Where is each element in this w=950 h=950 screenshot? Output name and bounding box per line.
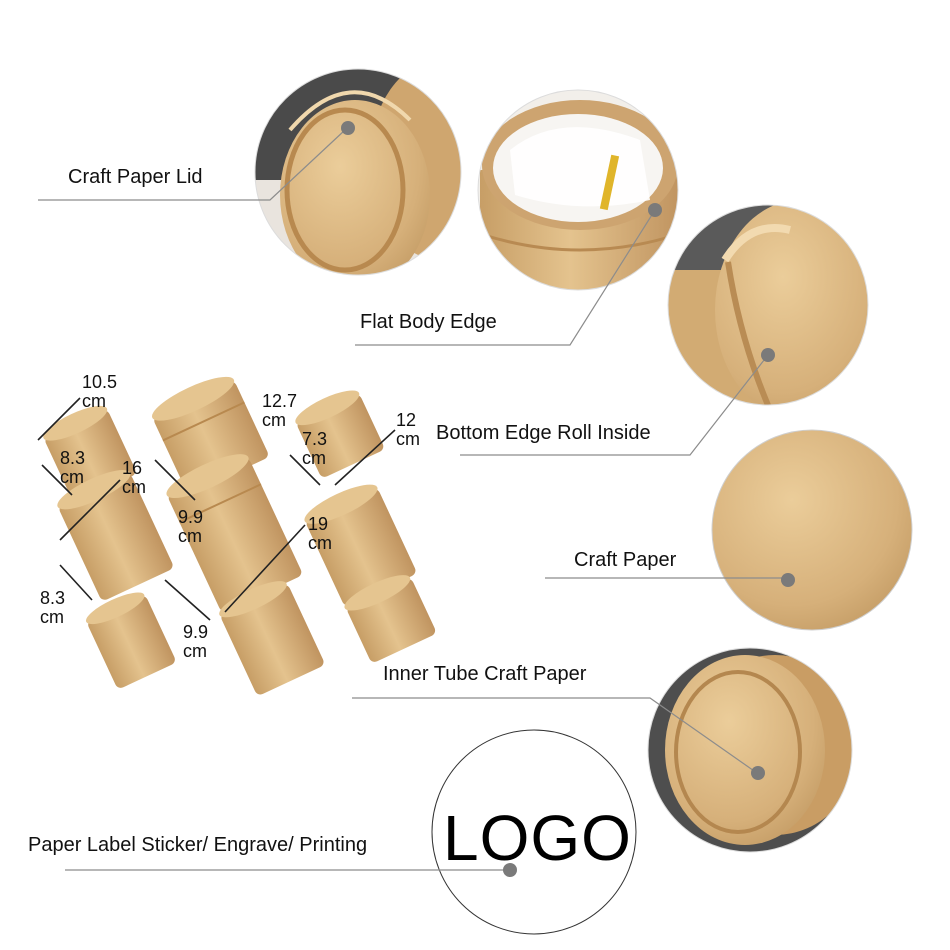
callout-dots — [341, 121, 795, 877]
tube-right-middle — [304, 484, 416, 606]
callout-lid: Craft Paper Lid — [68, 166, 203, 188]
tube-short-top-right — [295, 390, 384, 477]
callout-craft-paper: Craft Paper — [574, 549, 677, 571]
callout-bottom-edge: Bottom Edge Roll Inside — [436, 422, 651, 444]
logo-circle — [431, 729, 637, 935]
inner-tube-detail-circle — [648, 648, 852, 852]
tube-tall-center — [166, 454, 302, 611]
tube-bottom-center — [219, 581, 324, 695]
craft-paper-detail-circle — [711, 429, 913, 631]
callout-inner-tube: Inner Tube Craft Paper — [383, 663, 587, 685]
tube-products — [43, 376, 436, 695]
tube-bottom-right — [344, 575, 436, 662]
logo-text: LOGO — [443, 802, 632, 874]
callout-label-options: Paper Label Sticker/ Engrave/ Printing — [28, 834, 368, 856]
tube-bottom-left — [85, 592, 175, 688]
body-edge-detail-circle — [478, 90, 678, 290]
lid-detail-circle — [255, 69, 461, 275]
callout-lines — [38, 129, 788, 871]
tube-long-left — [57, 470, 173, 600]
callout-body-edge: Flat Body Edge — [360, 311, 497, 333]
dimension-arrows — [37, 397, 396, 621]
